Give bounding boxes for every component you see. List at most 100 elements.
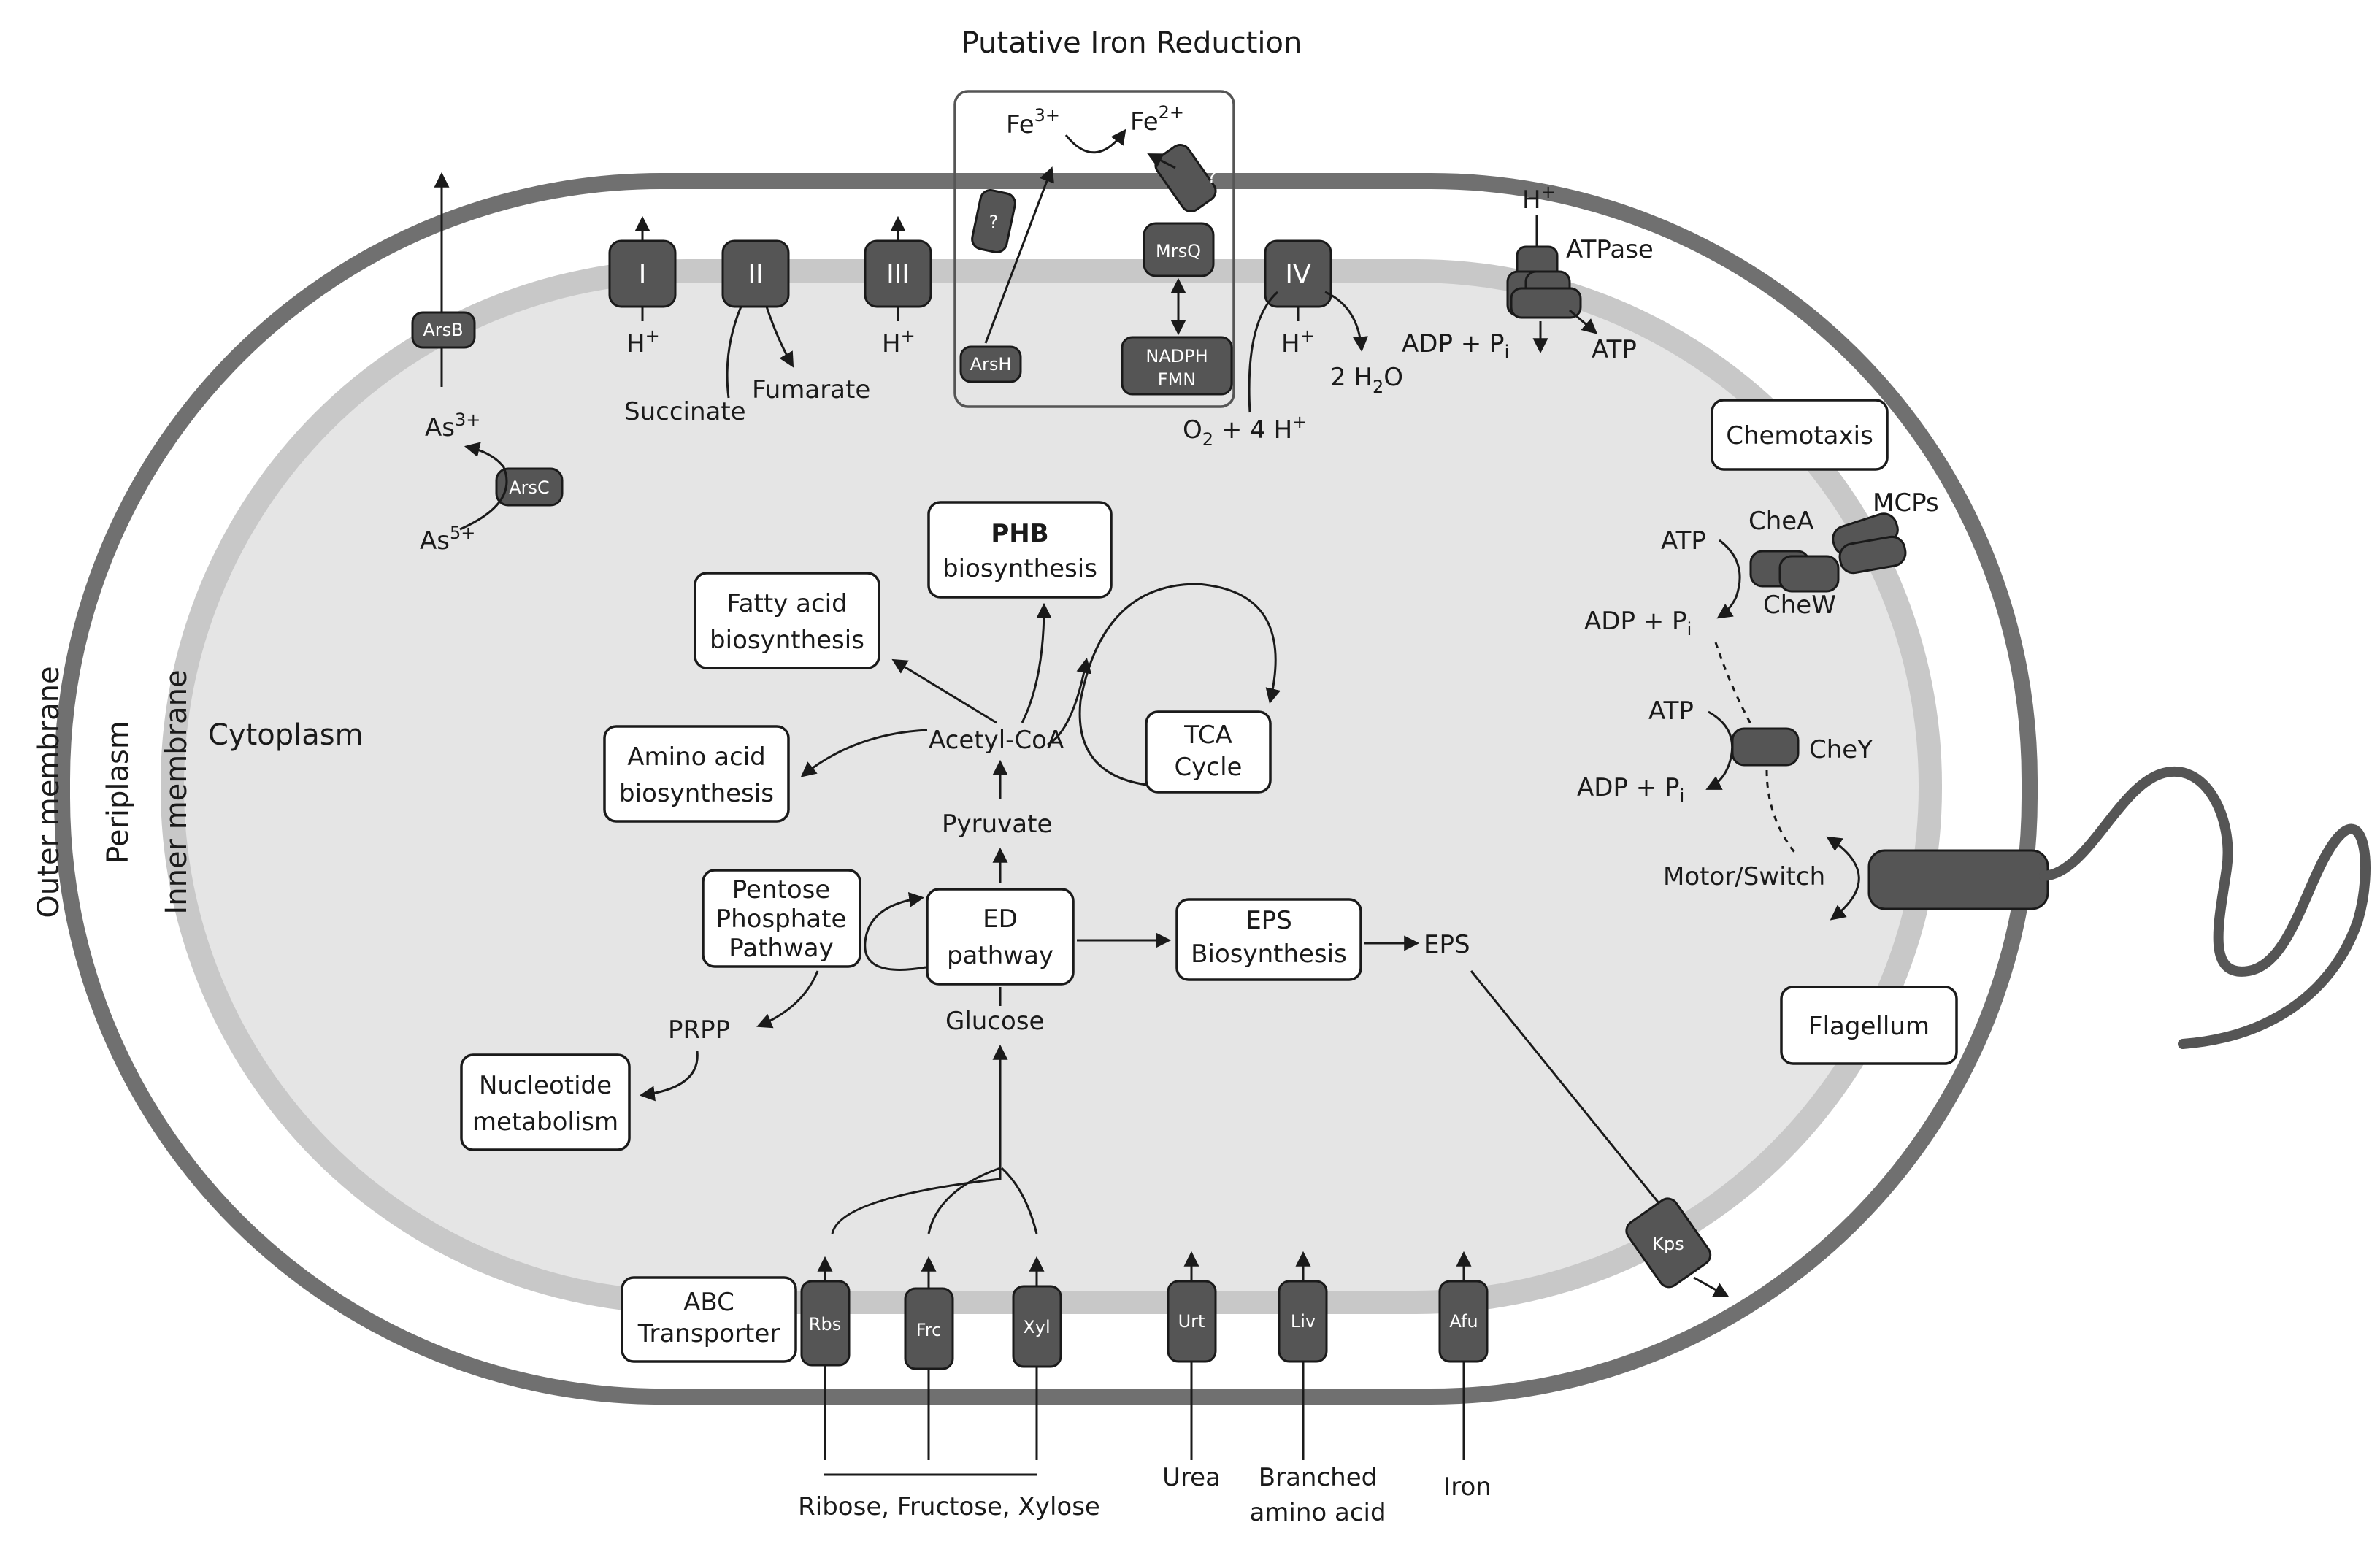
complex-3-label: III [886, 260, 910, 290]
fatty-acid-label-2: biosynthesis [710, 626, 864, 655]
cytoplasm-label: Cytoplasm [208, 718, 364, 752]
phb-label-2: biosynthesis [943, 554, 1097, 583]
kps-label: Kps [1652, 1234, 1684, 1254]
tca-cycle-loop [1078, 583, 1281, 786]
complex-1-label: I [639, 260, 647, 290]
fe2-label: Fe2+ [1130, 102, 1184, 137]
arsb-protein [411, 311, 476, 349]
eps-kps-line [1470, 970, 1673, 1220]
chey-label: CheY [1809, 735, 1873, 764]
succinate-line [726, 306, 742, 399]
tca-label-1: TCA [1183, 721, 1232, 750]
glucose-label: Glucose [945, 1007, 1044, 1036]
unknown-protein-2 [1154, 144, 1217, 212]
xylose-path [1000, 1167, 1038, 1234]
eps-box-label-2: Biosynthesis [1191, 940, 1347, 969]
acetylcoa-phb-arrow [1021, 602, 1052, 723]
chey-atp-label: ATP [1648, 696, 1694, 726]
as3-label: As3+ [425, 410, 480, 442]
chey-phosphorylation-arrow [1705, 710, 1734, 790]
chey-adp-label: ADP + Pi [1577, 773, 1684, 806]
acetylcoa-fatty-arrow [891, 658, 997, 724]
rbs-label: Rbs [809, 1314, 841, 1334]
complex-3-hplus: H+ [882, 326, 915, 358]
chea-label: CheA [1748, 507, 1813, 536]
abc-transporter-box [621, 1276, 797, 1363]
fe3-label: Fe3+ [1006, 105, 1060, 139]
amino-acid-box [603, 725, 790, 823]
complex-1-hplus: H+ [626, 326, 660, 358]
arsh-protein [959, 345, 1022, 383]
ed-pathway-box [926, 888, 1075, 986]
fatty-acid-box [694, 572, 880, 669]
branched-label-1: Branched [1259, 1463, 1377, 1492]
urt-label: Urt [1178, 1311, 1205, 1332]
nadph-label: NADPH [1145, 346, 1208, 366]
cytoplasm-area [184, 283, 1919, 1291]
unknown-protein-1 [971, 189, 1016, 253]
atpase-hplus: H+ [1522, 182, 1556, 215]
kps-transporter [1625, 1197, 1712, 1289]
outer-membrane-label: Outer membrane [32, 666, 66, 918]
pentose-box [702, 869, 861, 968]
iron-reduction-box [953, 90, 1235, 408]
chew-label: CheW [1763, 591, 1836, 620]
prpp-label: PRPP [668, 1015, 730, 1045]
mrsq-label: MrsQ [1156, 241, 1201, 261]
tca-entry-arrow [1047, 657, 1092, 746]
as5-label: As5+ [420, 523, 475, 556]
mrsq-protein [1143, 222, 1215, 277]
arsb-label: ArsB [423, 320, 463, 340]
atpase-atp-arrow [1569, 309, 1598, 334]
arsc-protein [495, 467, 564, 507]
complex-4-label: IV [1285, 260, 1311, 290]
chey-protein [1731, 727, 1800, 767]
afu-label: Afu [1449, 1311, 1478, 1332]
pentose-label-1: Pentose [732, 875, 831, 905]
fmn-label: FMN [1158, 369, 1196, 390]
ribose-path [831, 1135, 1002, 1234]
unknown-protein-2-label: ? [1208, 166, 1217, 187]
chea-atp-label: ATP [1661, 526, 1706, 556]
chew-protein [1778, 555, 1840, 593]
arsh-label: ArsH [970, 354, 1012, 375]
amino-acid-label-1: Amino acid [627, 742, 766, 772]
kps-export-arrow [1693, 1276, 1730, 1298]
fatty-acid-label-1: Fatty acid [726, 589, 847, 618]
arsh-arrow [984, 166, 1054, 344]
chemotaxis-label: Chemotaxis [1726, 421, 1873, 450]
liv-label: Liv [1291, 1311, 1316, 1332]
water-arrow [1324, 291, 1369, 353]
iron-label: Iron [1443, 1472, 1492, 1502]
rbs-transporter [800, 1280, 851, 1367]
liv-transporter [1278, 1280, 1328, 1363]
ed-label-1: ED [983, 905, 1018, 934]
abc-label-1: ABC [683, 1288, 734, 1317]
arsc-reduction-arrow [459, 442, 508, 531]
phb-box [927, 501, 1113, 599]
frc-label: Frc [916, 1320, 942, 1340]
flagellum-box [1780, 986, 1958, 1065]
prpp-nucleotide-arrow [639, 1051, 699, 1102]
atpase-adp-label: ADP + Pi [1402, 329, 1509, 362]
eps-box-label-1: EPS [1245, 906, 1292, 935]
pentose-label-3: Pathway [729, 934, 833, 963]
mcp-receptor-2 [1838, 535, 1907, 575]
nucleotide-box [460, 1053, 631, 1151]
ed-pentose-loop [864, 891, 926, 971]
chea-phosphorylation-arrow [1716, 539, 1741, 619]
eps-label: EPS [1424, 930, 1470, 959]
acetylcoa-label: Acetyl-CoA [929, 726, 1064, 755]
motor-switch-label: Motor/Switch [1663, 862, 1825, 891]
eps-biosynthesis-box [1175, 898, 1362, 981]
urea-label: Urea [1162, 1463, 1221, 1492]
nadph-fmn-protein [1121, 336, 1233, 396]
complex-4-hplus: H+ [1281, 326, 1315, 358]
fumarate-label: Fumarate [752, 375, 870, 404]
xyl-transporter [1012, 1285, 1062, 1368]
fe-reduction-arrow [1064, 128, 1126, 154]
oxygen-label: O2 + 4 H+ [1183, 412, 1307, 450]
chea-adp-label: ADP + Pi [1584, 607, 1692, 640]
complex-2 [721, 239, 790, 308]
